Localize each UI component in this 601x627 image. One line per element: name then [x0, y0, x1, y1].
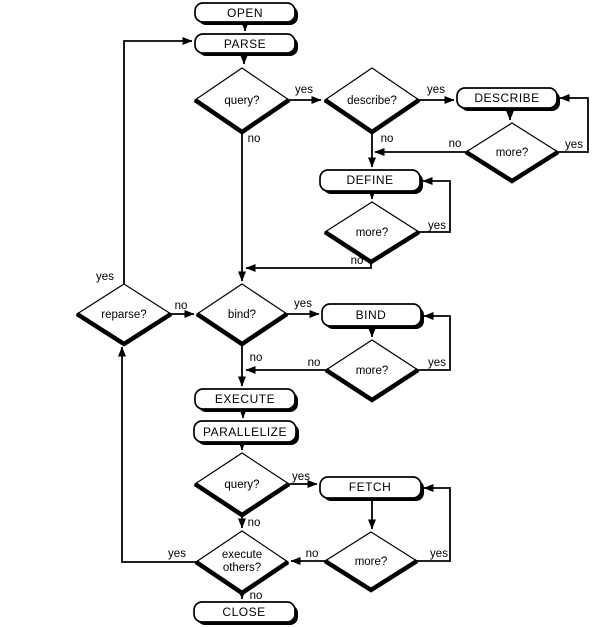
label-describeq-yes: yes [427, 84, 445, 96]
node-more-1: more? [466, 123, 558, 181]
define-label: DEFINE [346, 173, 393, 187]
label-query-no: no [248, 133, 261, 145]
label-reparse-no: no [175, 300, 188, 312]
label-more3-yes: yes [428, 357, 446, 369]
edge-executeothers-yes-reparse [122, 347, 196, 562]
describeq-label: describe? [347, 95, 397, 107]
label-bindq-yes: yes [294, 298, 312, 310]
bindq-label: bind? [228, 309, 256, 321]
describe-label: DESCRIBE [474, 91, 539, 105]
more3-label: more? [356, 365, 389, 377]
node-describe: DESCRIBE [457, 88, 560, 111]
label-executeothers-yes: yes [168, 548, 186, 560]
query1-label: query? [224, 95, 259, 107]
parse-label: PARSE [224, 37, 266, 51]
node-parallelize: PARALLELIZE [194, 421, 299, 445]
label-executeothers-no: no [250, 590, 263, 602]
node-describe-question: describe? [325, 68, 419, 132]
label-more4-no: no [306, 548, 319, 560]
label-more1-no: no [449, 138, 462, 150]
node-query-1: query? [195, 68, 289, 132]
node-more-3: more? [326, 340, 418, 400]
node-bind: BIND [322, 304, 424, 329]
fetch-label: FETCH [349, 480, 392, 494]
close-label: CLOSE [222, 605, 265, 619]
more1-label: more? [496, 147, 529, 159]
open-label: OPEN [227, 6, 263, 20]
label-query2-no: no [248, 517, 261, 529]
label-more2-yes: yes [428, 220, 446, 232]
label-query-yes: yes [295, 84, 313, 96]
label-describeq-no: no [381, 133, 394, 145]
node-parse: PARSE [195, 34, 298, 56]
node-query-2: query? [195, 453, 289, 515]
parallelize-label: PARALLELIZE [203, 425, 287, 439]
executeothers-label-line1: execute [222, 549, 262, 561]
more4-label: more? [355, 556, 388, 568]
node-fetch: FETCH [320, 477, 424, 501]
node-more-4: more? [325, 532, 417, 590]
execute-label: EXECUTE [215, 392, 275, 406]
query2-label: query? [224, 479, 259, 491]
label-more4-yes: yes [430, 548, 448, 560]
label-bindq-no: no [250, 352, 263, 364]
label-reparse-yes: yes [96, 271, 114, 283]
label-query2-yes: yes [292, 471, 310, 483]
node-open: OPEN [195, 3, 298, 25]
node-more-2: more? [325, 202, 419, 262]
node-reparse: reparse? [77, 284, 171, 344]
executeothers-label-line2: others? [223, 562, 261, 574]
reparse-label: reparse? [101, 309, 146, 321]
more2-label: more? [356, 227, 389, 239]
label-more1-yes: yes [565, 139, 583, 151]
node-close: CLOSE [194, 602, 298, 625]
node-execute-others: execute others? [196, 531, 288, 593]
bind-label: BIND [356, 308, 387, 322]
node-define: DEFINE [320, 170, 423, 194]
label-more3-no: no [308, 357, 321, 369]
node-bind-question: bind? [197, 284, 287, 344]
edge-reparse-yes-parse [124, 41, 192, 284]
node-execute: EXECUTE [195, 389, 298, 412]
